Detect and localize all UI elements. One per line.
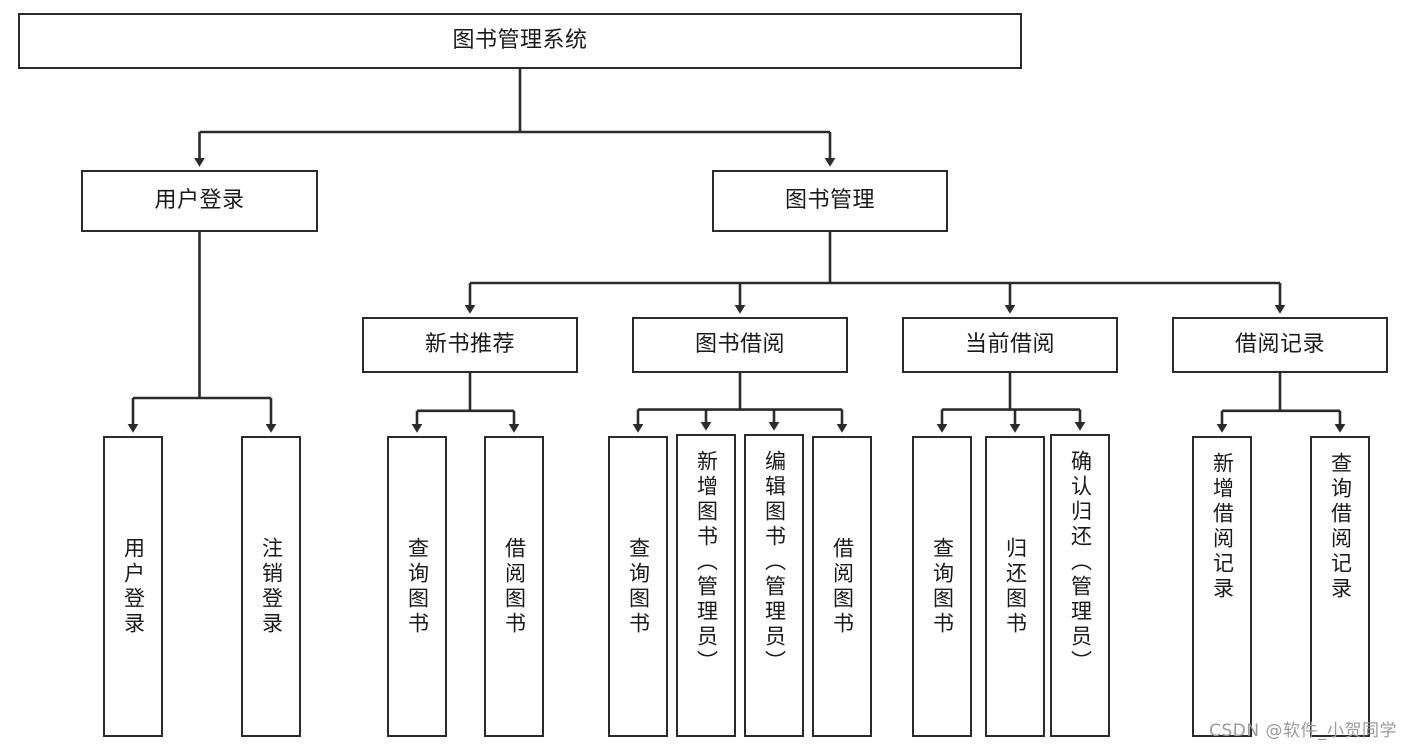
node-book-borrow[interactable]: 图书借阅: [632, 317, 848, 373]
node-label-wrap: 用户登录: [105, 438, 161, 735]
node-root[interactable]: 图书管理系统: [18, 13, 1022, 69]
node-label-wrap: 新增借阅记录: [1194, 438, 1250, 735]
node-leaf-query-book-1[interactable]: 查询图书: [387, 436, 447, 737]
node-leaf-return-book[interactable]: 归还图书: [985, 436, 1045, 737]
node-label: 用户登录: [154, 187, 245, 213]
node-book-manage[interactable]: 图书管理: [712, 170, 948, 232]
node-leaf-user-logout[interactable]: 注销登录: [241, 436, 301, 737]
node-leaf-query-book-3[interactable]: 查询图书: [912, 436, 972, 737]
node-leaf-add-record[interactable]: 新增借阅记录: [1192, 436, 1252, 737]
node-label: 新增借阅记录: [1210, 452, 1235, 602]
node-label-wrap: 查询图书: [610, 438, 666, 735]
node-label: 当前借阅: [964, 331, 1055, 357]
node-label-wrap: 借阅图书: [486, 438, 542, 735]
node-label: 查询图书: [626, 536, 651, 637]
node-leaf-add-book[interactable]: 新增图书（管理员）: [676, 434, 736, 737]
node-leaf-query-record[interactable]: 查询借阅记录: [1310, 436, 1370, 737]
node-borrow-record[interactable]: 借阅记录: [1172, 317, 1388, 373]
node-label: 注销登录: [259, 536, 284, 637]
node-label: 新书推荐: [424, 331, 515, 357]
node-label-wrap: 查询图书: [389, 438, 445, 735]
node-label: 图书管理: [784, 187, 875, 213]
node-label-wrap: 注销登录: [243, 438, 299, 735]
node-new-book-rec[interactable]: 新书推荐: [362, 317, 578, 373]
node-label-wrap: 查询图书: [914, 438, 970, 735]
node-label: 查询图书: [405, 536, 430, 637]
node-leaf-query-book-2[interactable]: 查询图书: [608, 436, 668, 737]
node-label: 查询图书: [930, 536, 955, 637]
node-label: 归还图书: [1003, 536, 1028, 637]
node-label: 借阅图书: [502, 536, 527, 637]
node-current-borrow[interactable]: 当前借阅: [902, 317, 1118, 373]
node-label: 图书管理系统: [452, 27, 588, 53]
node-label: 查询借阅记录: [1328, 452, 1353, 602]
node-label: 借阅记录: [1234, 331, 1325, 357]
node-label: 确认归还（管理员）: [1068, 450, 1093, 675]
node-label: 图书借阅: [694, 331, 785, 357]
node-label-wrap: 借阅图书: [814, 438, 870, 735]
node-leaf-edit-book[interactable]: 编辑图书（管理员）: [744, 434, 804, 737]
node-label: 编辑图书（管理员）: [762, 450, 787, 675]
node-leaf-user-login[interactable]: 用户登录: [103, 436, 163, 737]
node-label-wrap: 确认归还（管理员）: [1052, 436, 1108, 735]
watermark-text: CSDN @软件_小贺同学: [1209, 721, 1397, 741]
node-label: 新增图书（管理员）: [694, 450, 719, 675]
node-label-wrap: 编辑图书（管理员）: [746, 436, 802, 735]
node-leaf-borrow-book-1[interactable]: 借阅图书: [484, 436, 544, 737]
node-label: 用户登录: [121, 536, 146, 637]
node-user-login[interactable]: 用户登录: [81, 170, 318, 232]
node-leaf-borrow-book-2[interactable]: 借阅图书: [812, 436, 872, 737]
node-label: 借阅图书: [830, 536, 855, 637]
node-leaf-confirm-return[interactable]: 确认归还（管理员）: [1050, 434, 1110, 737]
node-label-wrap: 归还图书: [987, 438, 1043, 735]
node-label-wrap: 查询借阅记录: [1312, 438, 1368, 735]
node-label-wrap: 新增图书（管理员）: [678, 436, 734, 735]
